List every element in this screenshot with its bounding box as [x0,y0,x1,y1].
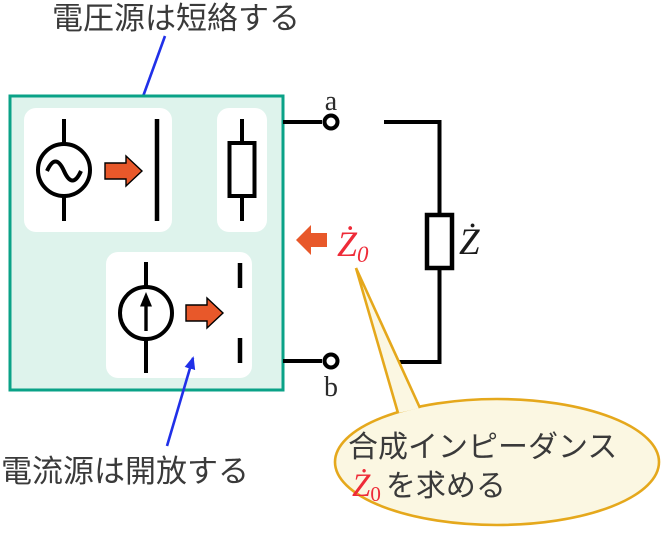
pointer-arrow-current-icon [165,356,196,447]
transform-arrow-right-icon [185,296,225,330]
callout-line1: 合成インピーダンス [348,431,617,464]
transform-arrow-right-icon [104,154,144,188]
callout-z0-base: Ż [352,468,371,504]
callout-line2-rest: を求める [386,470,506,503]
z0-label: Ż0 [337,224,369,267]
terminal-a-group: a [283,86,340,131]
load-resistor-icon [424,212,455,271]
current-source-icon [118,262,174,373]
panel-background [24,108,172,232]
z0-arrow-left-icon [296,225,327,255]
load-impedance-label: Ż [459,222,480,263]
terminal-b-node [322,352,340,370]
terminal-a-label: a [325,86,338,117]
annotation-current-source: 電流源は開放する [1,454,249,489]
load-branch: Ż [384,120,480,364]
terminal-b-label: b [324,372,338,403]
z0-subscript: 0 [357,242,369,267]
ac-voltage-source-icon [36,119,92,221]
callout-tail [354,267,422,414]
current-source-opened-panel [106,252,252,378]
z0-indicator: Ż0 [296,224,369,267]
z0-base: Ż [337,224,358,264]
panel-background [106,252,252,378]
internal-impedance-panel [217,108,267,232]
callout-ellipse [333,397,661,527]
callout-z0-subscript: 0 [370,482,381,506]
terminal-a-node [322,113,340,131]
annotation-voltage-source: 電圧源は短絡する [52,1,300,36]
resistor-icon [227,119,257,221]
voltage-source-shorted-panel [24,108,172,232]
terminal-b-group: b [283,352,340,403]
